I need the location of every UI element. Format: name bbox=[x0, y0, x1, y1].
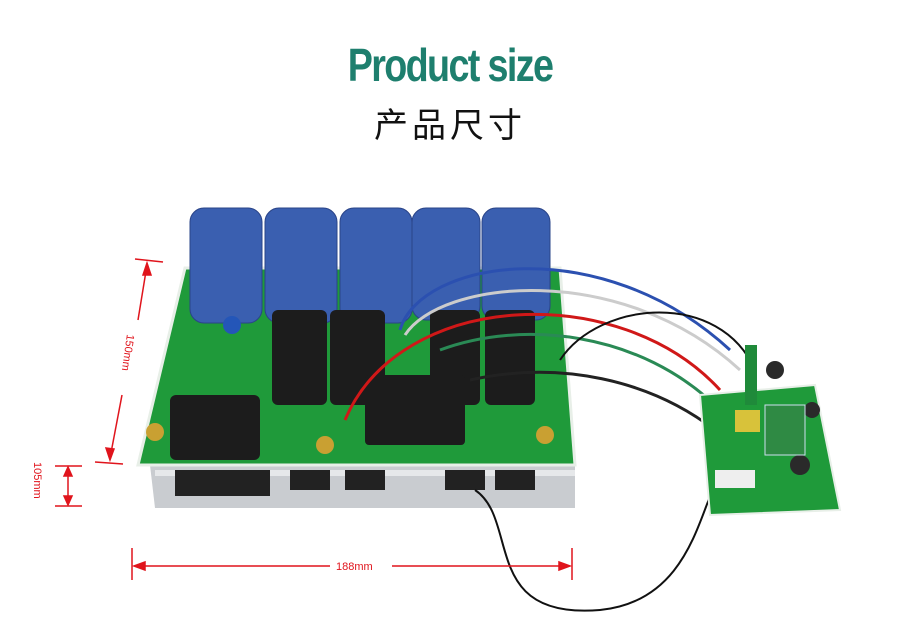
wires bbox=[343, 267, 756, 612]
power-board bbox=[698, 345, 842, 517]
dimension-height bbox=[55, 465, 82, 507]
dimension-depth bbox=[94, 258, 164, 465]
dimension-height-label: 105mm bbox=[31, 462, 43, 499]
page-title: Product size bbox=[347, 39, 554, 91]
relays bbox=[189, 207, 551, 324]
dimension-depth-label: 150mm bbox=[119, 334, 136, 372]
page-subtitle: 产品尺寸 bbox=[374, 106, 526, 146]
dimension-width bbox=[131, 548, 573, 580]
dimension-width-label: 188mm bbox=[336, 561, 373, 573]
heatsink bbox=[150, 465, 575, 508]
